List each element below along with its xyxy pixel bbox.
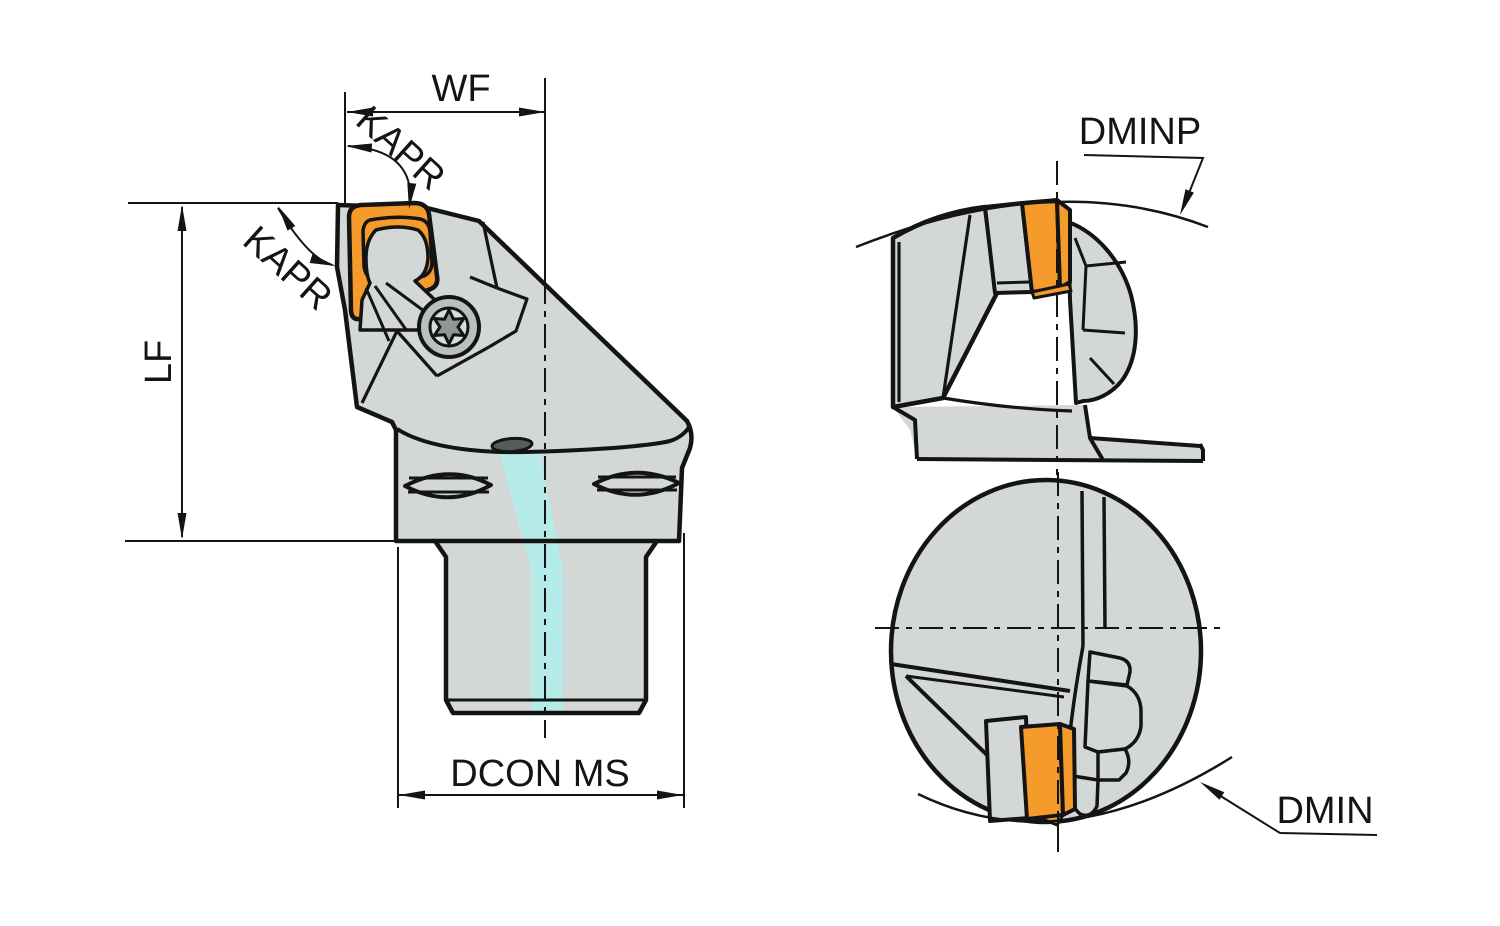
coolant-channel (500, 454, 563, 713)
dcon-arrow-left (399, 790, 425, 800)
insert-top-view (1020, 198, 1073, 300)
kapr-lower-arrow-up (278, 206, 296, 231)
dmin-leader (1218, 794, 1378, 836)
top-view-body (890, 204, 1000, 410)
top-view-base (893, 405, 1203, 461)
kapr-lower-arrow-right (309, 254, 336, 266)
dminp-label: DMINP (1079, 111, 1201, 153)
flange-boundary (395, 425, 691, 455)
top-view-base-lines (891, 404, 1205, 463)
kapr-upper-arrow-down (407, 182, 417, 209)
side-view-dimensions: WF LF DCON MS KAPR KAPR (125, 68, 685, 808)
kapr-upper-arrow-left (346, 143, 372, 153)
dminp-leader (1083, 154, 1205, 199)
top-view: DMINP (855, 111, 1209, 475)
clamp-finger (358, 225, 443, 332)
flange-slot-left (403, 472, 493, 500)
side-view (334, 200, 694, 716)
coolant-hole (490, 436, 534, 454)
insert-front-view (1019, 722, 1077, 827)
dcon-arrow-right (657, 790, 683, 800)
holder-head-outline (334, 202, 694, 544)
dminp-arrow (1180, 189, 1194, 215)
workpiece-arc-top (855, 200, 1209, 249)
workpiece-arc-front (917, 755, 1233, 823)
top-view-body-lines (897, 214, 1073, 413)
wf-arrow-left (347, 107, 373, 117)
front-view: DMIN (875, 472, 1378, 852)
dcon-ms-label: DCON MS (450, 753, 629, 795)
lf-arrow-top (177, 205, 187, 231)
wf-arrow-right (519, 107, 545, 117)
clamp-finger-lines (364, 281, 425, 342)
top-view-clamp-plate-line (996, 280, 1031, 285)
lf-arrow-bottom (177, 513, 187, 539)
top-view-clamp-arm-lines (1073, 237, 1127, 386)
dmin-label: DMIN (1276, 790, 1373, 832)
lf-label: LF (138, 340, 180, 384)
torx-screw-icon (417, 295, 481, 359)
wf-label: WF (431, 68, 490, 110)
dmin-arrow (1200, 782, 1225, 800)
flange-slot-right (592, 470, 681, 497)
kapr-lower-label: KAPR (235, 219, 340, 319)
